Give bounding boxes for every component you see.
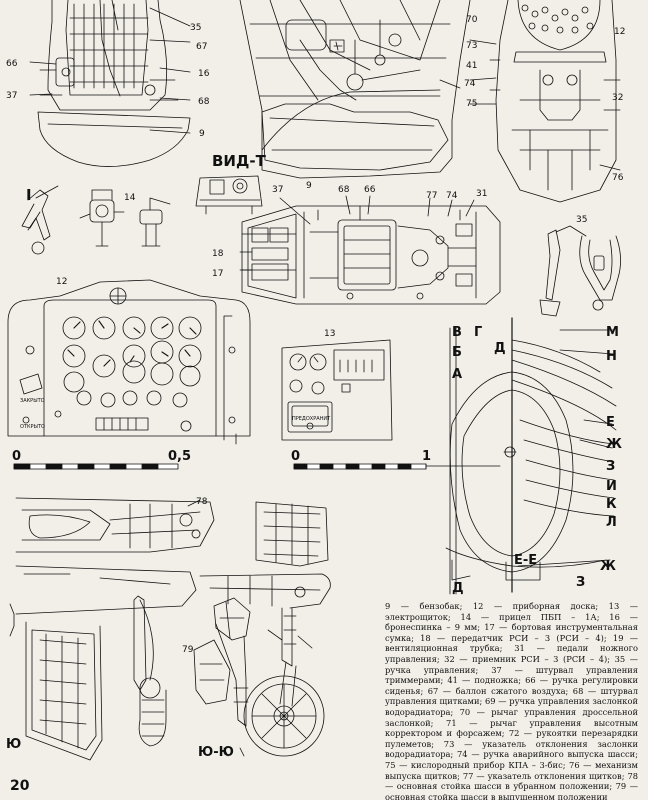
section-letter-b: Б bbox=[452, 345, 462, 360]
caption-section-yu-yu: Ю-Ю bbox=[198, 745, 234, 760]
fuselage-fuel-tank-view bbox=[239, 0, 471, 179]
section-letter-a: А bbox=[452, 367, 462, 382]
panel-texts: ПРЕДОХРАНИТ ЗАКРЫТО ОТКРЫТО bbox=[20, 398, 331, 430]
scale-left-end: 0,5 bbox=[168, 449, 191, 464]
callout-79: 79 bbox=[182, 645, 194, 655]
callout-70: 70 bbox=[466, 15, 478, 25]
control-stick-detail bbox=[539, 225, 621, 317]
section-letter-i: И bbox=[606, 479, 617, 494]
callout-37-top: 37 bbox=[6, 91, 17, 101]
section-letter-d-bottom: Д bbox=[452, 581, 464, 596]
callout-68-mid: 68 bbox=[338, 185, 350, 195]
callout-78: 78 bbox=[196, 497, 208, 507]
callout-32: 32 bbox=[612, 93, 623, 103]
section-letter-g: Г bbox=[474, 325, 482, 340]
electrical-panel bbox=[281, 339, 393, 441]
scale-bar-right bbox=[293, 463, 501, 470]
callout-66-mid: 66 bbox=[364, 185, 376, 195]
callout-67: 67 bbox=[196, 42, 207, 52]
scale-labels: 0 0,5 0 1 bbox=[12, 449, 431, 464]
parts-legend: 9 — бензобак; 12 — приборная доска; 13 —… bbox=[385, 601, 638, 800]
fuselage-cross-sections bbox=[445, 317, 617, 595]
section-letter-d-top: Д bbox=[494, 341, 506, 356]
section-letter-zh-bottom: Ж bbox=[600, 559, 616, 574]
callout-66-top: 66 bbox=[6, 59, 18, 69]
callout-18: 18 bbox=[212, 249, 224, 259]
gauges-row-1 bbox=[62, 316, 202, 340]
callout-13: 13 bbox=[324, 329, 335, 339]
callout-numbers: 35 67 16 68 66 37 9 9 70 73 41 74 75 12 … bbox=[6, 15, 625, 655]
section-letter-k: К bbox=[606, 497, 617, 512]
caption-section-yu: Ю bbox=[6, 737, 21, 752]
caption-section-i: I bbox=[26, 186, 32, 204]
gauges-row-3 bbox=[63, 360, 201, 393]
section-letters: В Г Д Б А М Н Е Ж З И К Л Д З Ж bbox=[452, 325, 622, 596]
safety-switch-label: ПРЕДОХРАНИТ bbox=[292, 416, 331, 422]
instrument-panel bbox=[7, 279, 251, 445]
callout-76: 76 bbox=[612, 173, 624, 183]
cockpit-plan-view bbox=[239, 195, 501, 305]
page-number: 20 bbox=[10, 778, 30, 794]
callout-35-mid: 35 bbox=[576, 215, 587, 225]
cockpit-front-view bbox=[469, 0, 621, 203]
callout-74-top: 74 bbox=[464, 79, 476, 89]
callout-73: 73 bbox=[466, 41, 477, 51]
callout-35-top: 35 bbox=[190, 23, 201, 33]
scale-right-start: 0 bbox=[291, 449, 300, 464]
gauges-row-4 bbox=[76, 390, 188, 408]
section-letter-n: Н bbox=[606, 349, 617, 364]
section-letter-m: М bbox=[606, 325, 619, 340]
view-captions: ВИД-Т I Ю Ю-Ю Е-Е bbox=[6, 152, 537, 760]
section-letter-z-bottom: З bbox=[576, 575, 585, 590]
callout-68-top: 68 bbox=[198, 97, 210, 107]
callout-75: 75 bbox=[466, 99, 477, 109]
section-letter-e: Е bbox=[606, 415, 615, 430]
callout-14: 14 bbox=[124, 193, 136, 203]
callout-9-tank: 9 bbox=[306, 181, 312, 191]
gunsight-detail bbox=[79, 189, 171, 247]
knob-label-closed: ЗАКРЫТО bbox=[20, 398, 45, 404]
gauges-row-2 bbox=[62, 340, 202, 378]
callout-37-mid: 37 bbox=[272, 185, 283, 195]
caption-section-ee: Е-Е bbox=[514, 553, 537, 568]
section-letter-zh-top: Ж bbox=[606, 437, 622, 452]
scale-left-start: 0 bbox=[12, 449, 21, 464]
section-letter-z-top: З bbox=[606, 459, 615, 474]
knob-label-open: ОТКРЫТО bbox=[20, 424, 45, 430]
callout-12-panel: 12 bbox=[56, 277, 67, 287]
callout-12-top: 12 bbox=[614, 27, 625, 37]
seat-view bbox=[29, 0, 191, 167]
section-letter-l: Л bbox=[606, 515, 617, 530]
landing-gear-views bbox=[9, 497, 331, 761]
callout-16: 16 bbox=[198, 69, 210, 79]
callout-31: 31 bbox=[476, 189, 487, 199]
caption-vid-t: ВИД-Т bbox=[212, 152, 267, 170]
callout-74-mid: 74 bbox=[446, 191, 458, 201]
scale-bar-left bbox=[13, 463, 179, 470]
section-i-detail bbox=[21, 185, 59, 255]
scale-right-end: 1 bbox=[422, 449, 431, 464]
callout-77: 77 bbox=[426, 191, 437, 201]
callout-41: 41 bbox=[466, 61, 477, 71]
view-t-detail bbox=[195, 175, 263, 215]
section-letter-v: В bbox=[452, 325, 462, 340]
callout-17: 17 bbox=[212, 269, 223, 279]
callout-9-top: 9 bbox=[199, 129, 205, 139]
